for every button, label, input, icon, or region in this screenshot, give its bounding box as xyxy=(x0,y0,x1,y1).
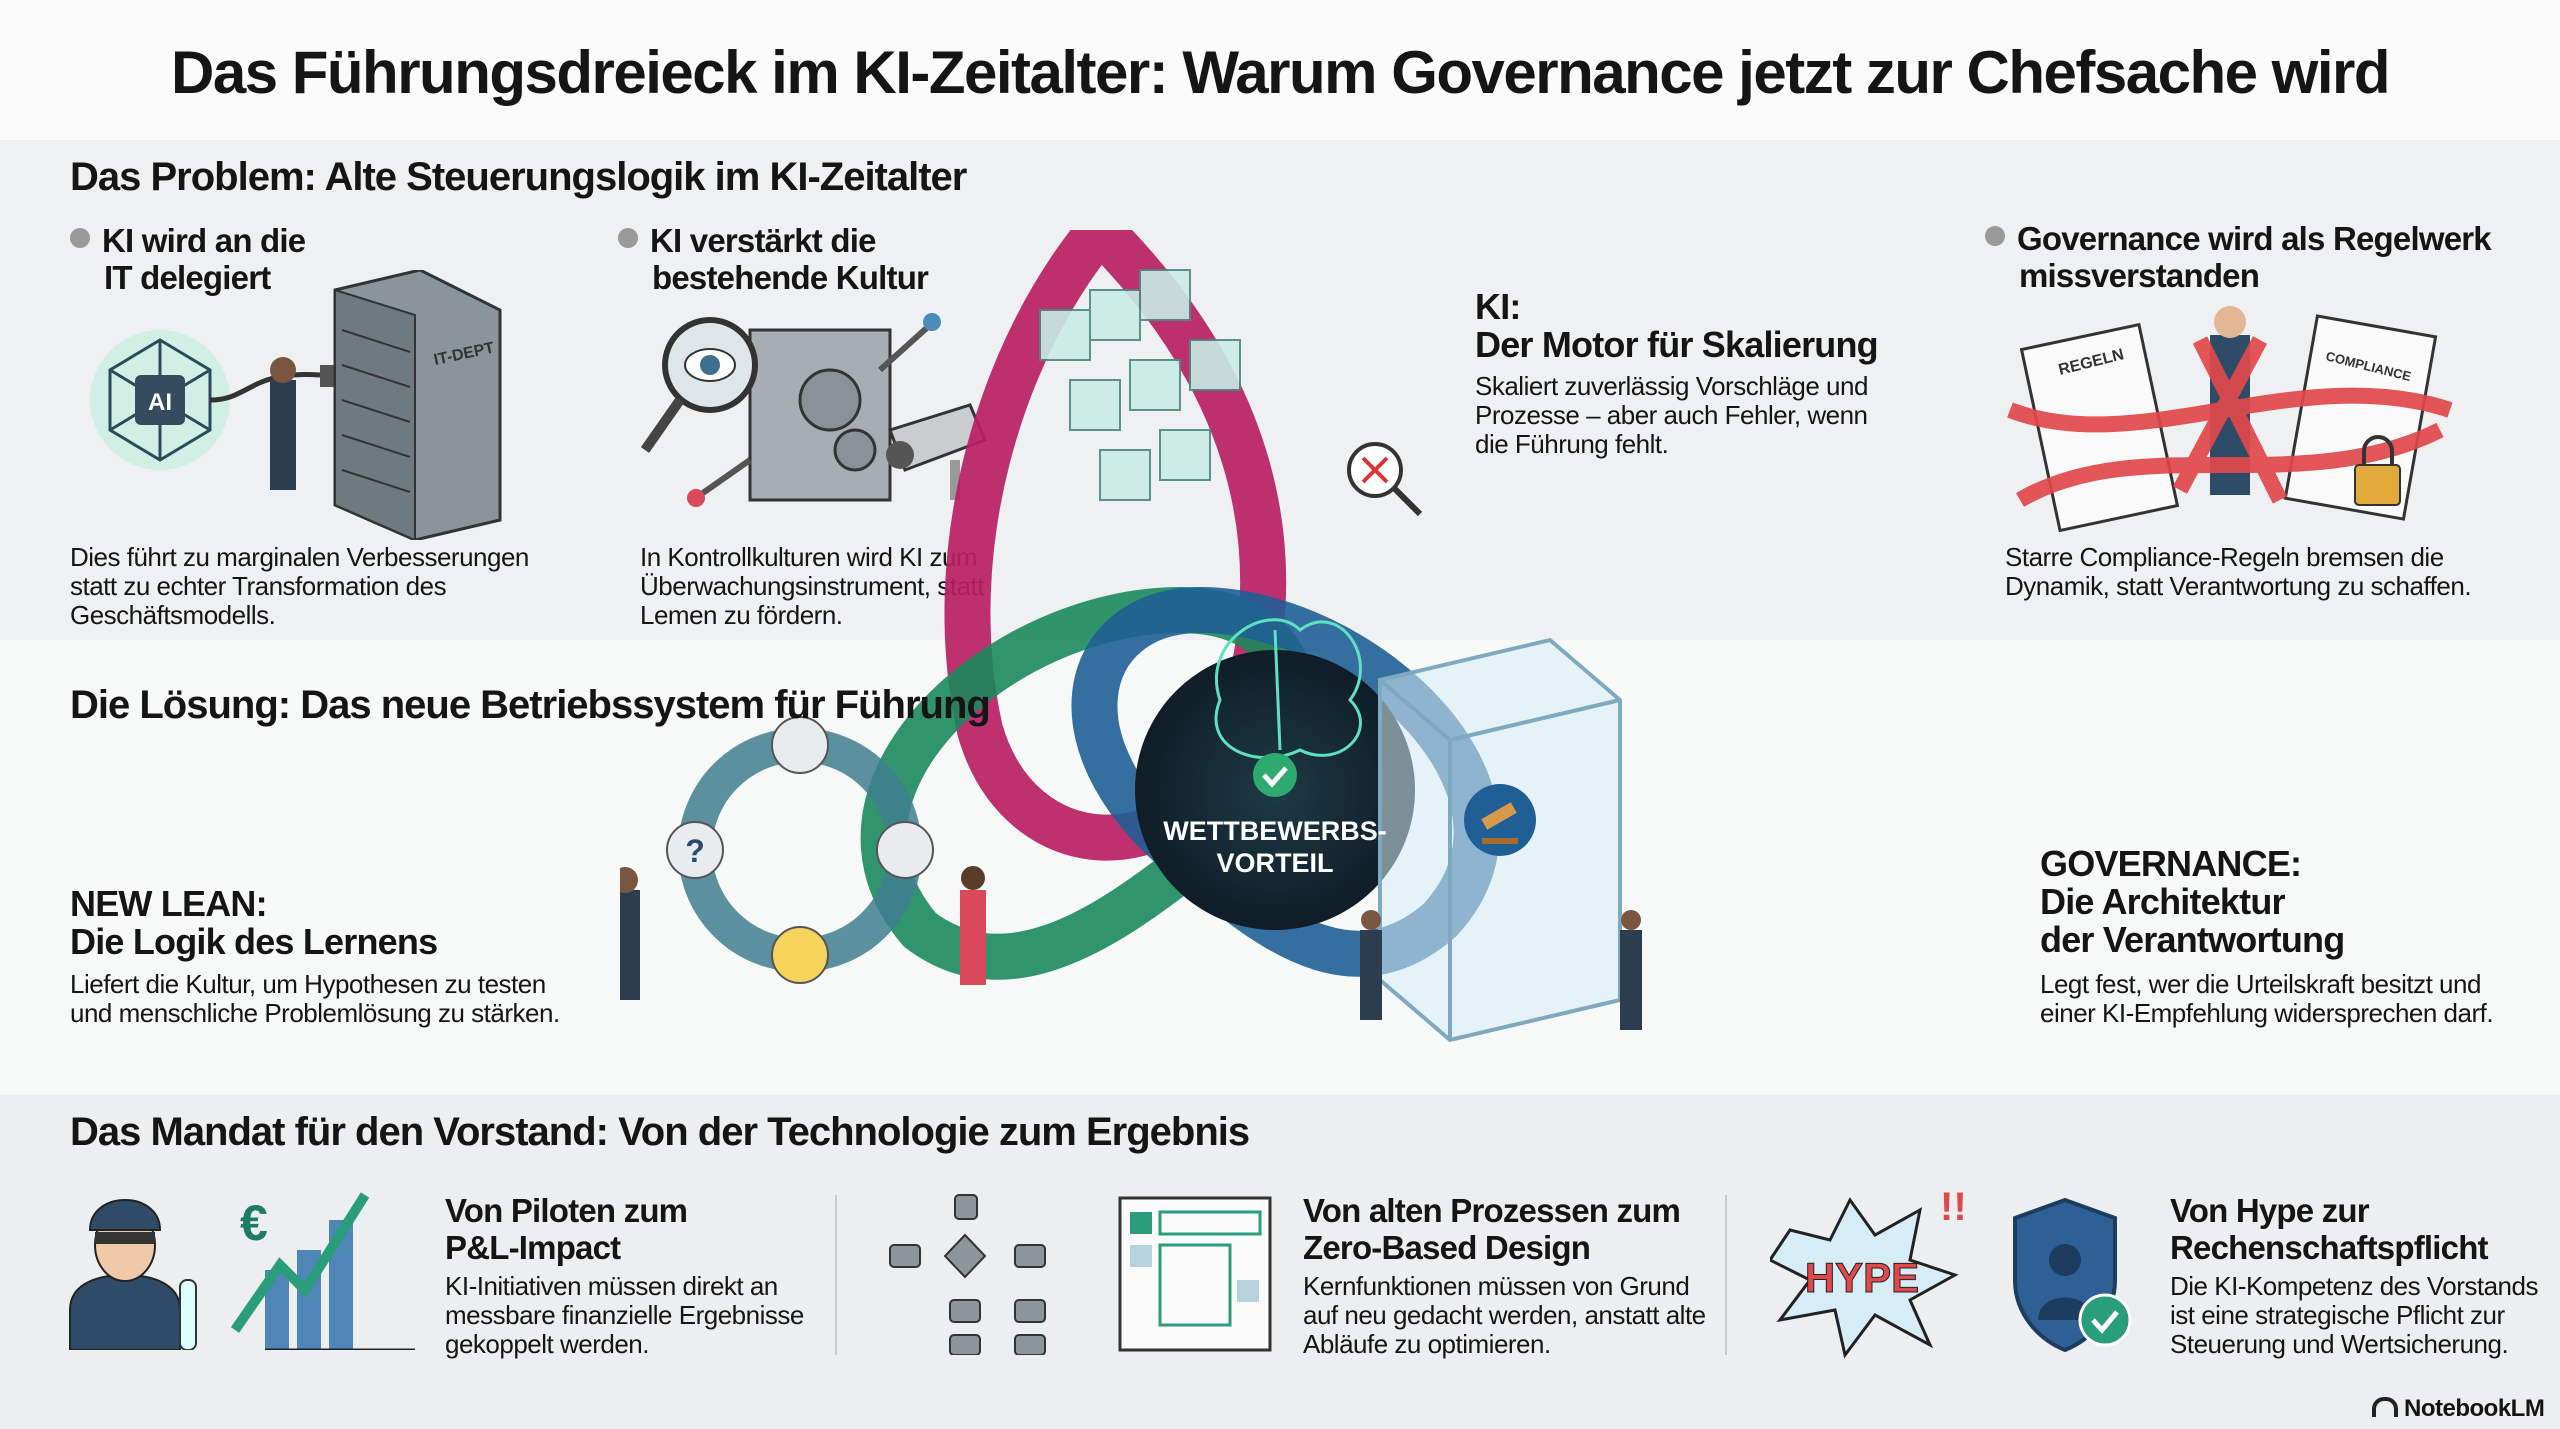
ki-cubes-icon xyxy=(1039,269,1241,501)
ki-desc: Skaliert zuverlässig Vorschläge und Proz… xyxy=(1475,371,1868,459)
red-tape-icon: REGELN COMPLIANCE xyxy=(2007,306,2453,533)
mandate-item-1-desc: KI-Initiativen müssen direkt an messbare… xyxy=(445,1271,804,1359)
problem-item-3-desc: Starre Compliance-Regeln bremsen die Dyn… xyxy=(2005,542,2472,601)
problem-item-1-desc: Dies führt zu marginalen Verbesserungen … xyxy=(70,542,529,630)
divider xyxy=(1725,1195,1727,1355)
bullet-icon xyxy=(618,228,638,248)
governance-desc: Legt fest, wer die Urteilskraft besitzt … xyxy=(2040,969,2494,1028)
title-band xyxy=(0,0,2560,140)
surveillance-machine-icon xyxy=(640,313,987,507)
svg-text:HYPE: HYPE xyxy=(1805,1254,1919,1301)
server-plug-icon: AI IT-DEPT xyxy=(90,270,502,540)
page-title: Das Führungsdreieck im KI-Zeitalter: War… xyxy=(171,39,2391,106)
competitive-advantage-label: WETTBEWERBS-VORTEIL xyxy=(1163,816,1387,878)
new-lean-title: NEW LEAN:Die Logik des Lernens xyxy=(70,883,438,962)
learning-cycle-icon: ? xyxy=(620,716,986,1000)
svg-text:AI: AI xyxy=(148,389,172,416)
divider xyxy=(835,1195,837,1355)
mandate-item-3-desc: Die KI-Kompetenz des Vorstands ist eine … xyxy=(2170,1271,2538,1359)
mandate-section xyxy=(0,1095,2560,1429)
svg-text:?: ? xyxy=(685,833,705,869)
ki-loop xyxy=(944,230,1287,861)
problem-heading: Das Problem: Alte Steuerungslogik im KI-… xyxy=(70,155,967,199)
mandate-item-2-desc: Kernfunktionen müssen von Grund auf neu … xyxy=(1303,1271,1706,1359)
hype-accountability-icon: HYPE !! xyxy=(1770,1185,2132,1359)
ki-title: KI:Der Motor für Skalierung xyxy=(1475,286,1879,365)
bullet-icon xyxy=(70,228,90,248)
solution-heading: Die Lösung: Das neue Betriebssystem für … xyxy=(70,683,991,727)
notebooklm-branding: NotebookLM xyxy=(2372,1395,2545,1423)
leadership-triangle-diagram: ? xyxy=(620,230,1642,1043)
problem-item-2-desc: In Kontrollkulturen wird KI zum Überwach… xyxy=(640,542,984,630)
svg-text:€: € xyxy=(240,1195,268,1251)
notebooklm-logo-icon xyxy=(2372,1397,2398,1417)
new-lean-desc: Liefert die Kultur, um Hypothesen zu tes… xyxy=(70,969,560,1028)
pilot-growth-icon: € xyxy=(69,1192,415,1350)
bullet-icon xyxy=(1985,226,2005,246)
zero-based-design-icon xyxy=(889,1194,1272,1355)
svg-text:!!: !! xyxy=(1940,1185,1967,1229)
mandate-heading: Das Mandat für den Vorstand: Von der Tec… xyxy=(70,1110,1250,1154)
